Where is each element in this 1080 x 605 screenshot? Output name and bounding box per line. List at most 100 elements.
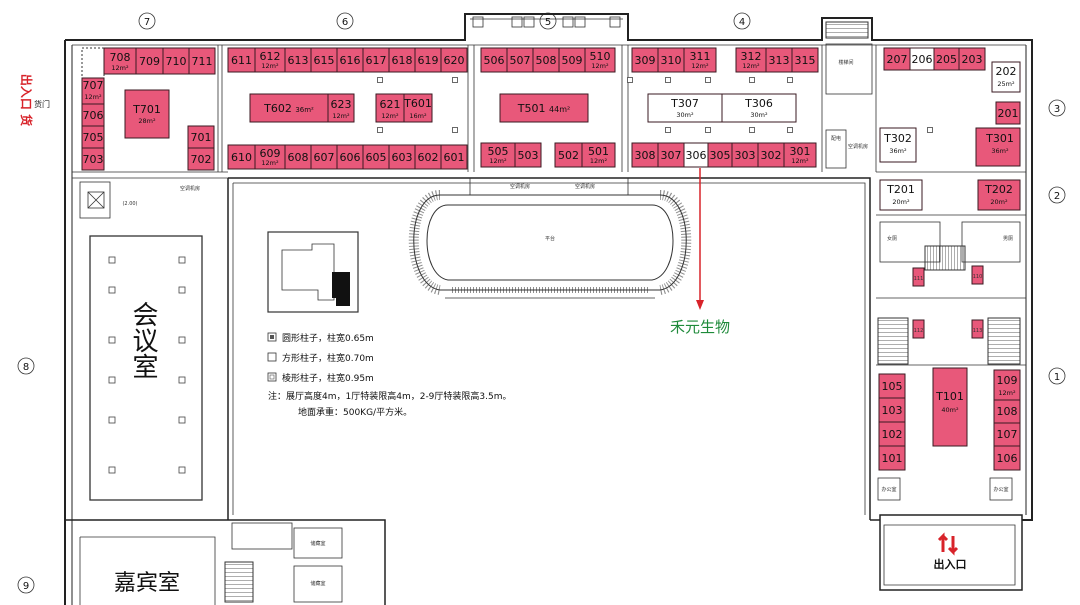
booth-202[interactable] xyxy=(991,61,1021,93)
svg-text:301: 301 xyxy=(790,145,811,158)
meeting-room-label: 会议室 xyxy=(128,301,158,379)
column-marker xyxy=(787,127,793,133)
svg-text:12m²: 12m² xyxy=(591,62,609,70)
booth-306[interactable] xyxy=(683,142,709,168)
booth-710[interactable] xyxy=(162,47,190,75)
booth-609[interactable] xyxy=(254,144,286,170)
booth-315[interactable] xyxy=(791,47,819,73)
booth-623[interactable] xyxy=(327,93,355,123)
booth-103[interactable] xyxy=(878,397,906,423)
booth-110[interactable] xyxy=(971,265,984,285)
axis-8: 8 xyxy=(23,362,29,373)
svg-text:105: 105 xyxy=(882,380,903,393)
booth-t301[interactable] xyxy=(975,127,1021,167)
svg-text:623: 623 xyxy=(331,98,352,111)
column-marker xyxy=(705,77,711,83)
booth-503[interactable] xyxy=(514,142,542,168)
booth-307[interactable] xyxy=(657,142,685,168)
booth-t601[interactable] xyxy=(403,93,433,123)
svg-text:620: 620 xyxy=(444,54,465,67)
booth-709[interactable] xyxy=(135,47,164,75)
booth-111[interactable] xyxy=(912,267,925,287)
booth-618[interactable] xyxy=(388,47,416,73)
booth-101[interactable] xyxy=(878,445,906,471)
svg-text:16m²: 16m² xyxy=(409,112,427,120)
booth-112[interactable] xyxy=(912,319,925,339)
building-walls xyxy=(64,13,1033,605)
svg-text:506: 506 xyxy=(484,54,505,67)
svg-text:703: 703 xyxy=(83,153,104,166)
booth-t202[interactable] xyxy=(977,179,1021,211)
axis-4: 4 xyxy=(739,17,745,28)
booth-703[interactable] xyxy=(81,147,105,171)
booth-311[interactable] xyxy=(683,47,717,73)
booth-602[interactable] xyxy=(414,144,442,170)
booth-105[interactable] xyxy=(878,373,906,399)
booth-606[interactable] xyxy=(336,144,364,170)
vip-room-label: 嘉宾室 xyxy=(114,571,180,596)
column-marker xyxy=(927,127,933,133)
booth-t701[interactable] xyxy=(124,89,170,139)
booth-t602[interactable] xyxy=(249,93,329,123)
column-marker xyxy=(749,77,755,83)
booth-616[interactable] xyxy=(336,47,364,73)
svg-text:508: 508 xyxy=(536,54,557,67)
svg-text:12m²: 12m² xyxy=(261,62,279,70)
zone-3-booths: 309 310 311 12m² 312 12m² 313 315 T307 3… xyxy=(631,21,873,169)
booth-702[interactable] xyxy=(187,147,215,171)
svg-text:606: 606 xyxy=(340,151,361,164)
svg-text:T302: T302 xyxy=(883,132,912,145)
column-marker xyxy=(178,256,186,264)
booth-113[interactable] xyxy=(971,319,984,339)
column-marker xyxy=(178,376,186,384)
booth-t101[interactable] xyxy=(932,367,968,447)
booth-620[interactable] xyxy=(440,47,468,73)
booth-109[interactable] xyxy=(993,369,1021,401)
booth-t201[interactable] xyxy=(879,179,923,211)
booth-621[interactable] xyxy=(375,93,405,123)
booth-505[interactable] xyxy=(480,142,516,168)
booth-t306[interactable] xyxy=(721,93,797,123)
booth-309[interactable] xyxy=(631,47,659,73)
legend-note-load: 地面承重：500KG/平方米。 xyxy=(298,406,412,418)
main-exit[interactable]: 出入口 xyxy=(934,532,967,571)
booth-106[interactable] xyxy=(993,445,1021,471)
booth-310[interactable] xyxy=(657,47,685,73)
booth-t302[interactable] xyxy=(879,127,917,163)
svg-text:12m²: 12m² xyxy=(691,62,709,70)
svg-text:102: 102 xyxy=(882,428,903,441)
svg-text:20m²: 20m² xyxy=(990,198,1008,206)
booth-708[interactable] xyxy=(103,47,137,75)
booth-507[interactable] xyxy=(506,47,534,73)
svg-text:611: 611 xyxy=(231,54,252,67)
toilet-male-label: 男厕 xyxy=(1003,236,1013,242)
booth-601[interactable] xyxy=(440,144,468,170)
booth-308[interactable] xyxy=(631,142,659,168)
svg-text:T601: T601 xyxy=(403,97,432,110)
booth-619[interactable] xyxy=(414,47,442,73)
svg-text:30m²: 30m² xyxy=(676,111,694,119)
booth-501[interactable] xyxy=(581,142,616,168)
ac-room-label-3: 空调机房 xyxy=(848,143,868,150)
booth-510[interactable] xyxy=(584,47,616,73)
booth-t501[interactable] xyxy=(499,93,589,123)
column-marker xyxy=(665,127,671,133)
booth-301[interactable] xyxy=(783,142,817,168)
booth-t307[interactable] xyxy=(647,93,723,123)
svg-text:103: 103 xyxy=(882,404,903,417)
booth-502[interactable] xyxy=(554,142,583,168)
booth-305[interactable] xyxy=(707,142,733,168)
svg-text:507: 507 xyxy=(510,54,531,67)
booth-201[interactable] xyxy=(995,101,1021,125)
booth-203[interactable] xyxy=(958,47,986,71)
booth-711[interactable] xyxy=(188,47,216,75)
booth-312[interactable] xyxy=(735,47,767,73)
legend-round-column: 圆形柱子，柱宽0.65m xyxy=(282,332,374,344)
booth-313[interactable] xyxy=(765,47,793,73)
svg-text:308: 308 xyxy=(635,149,656,162)
zone-5-booths: 506 507 508 509 510 12m² T501 44m² 505 1… xyxy=(480,47,616,168)
booth-509[interactable] xyxy=(558,47,586,73)
booth-610[interactable] xyxy=(227,144,256,170)
booth-605[interactable] xyxy=(362,144,390,170)
booth-608[interactable] xyxy=(284,144,312,170)
